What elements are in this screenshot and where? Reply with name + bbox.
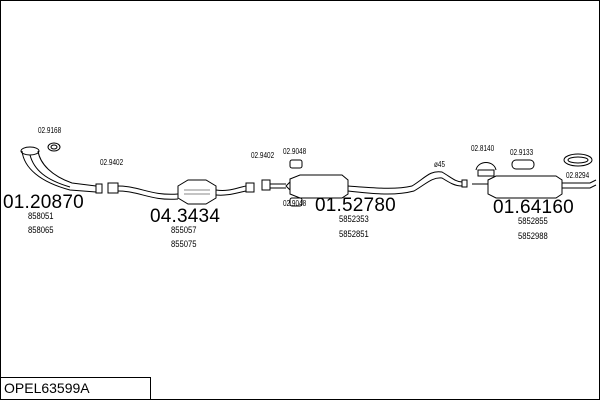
fitting-label: 02.9048: [283, 147, 307, 156]
oem-reference: 5852855: [518, 216, 548, 226]
oem-reference: 855057: [171, 225, 197, 235]
part-number: 01.20870: [3, 192, 84, 213]
diagram-code: OPEL63599A: [4, 380, 90, 396]
hanger-icon: [511, 159, 535, 170]
fitting-label: 02.9048: [283, 199, 307, 208]
oem-reference: 858065: [28, 225, 54, 235]
rubber-ring-icon: [475, 162, 497, 177]
part-number: 01.64160: [493, 197, 574, 218]
middle-silencer: [285, 171, 468, 199]
fitting-label: 02.9402: [100, 158, 124, 167]
gasket-icon: [47, 142, 61, 152]
clamp-icon: [107, 182, 119, 194]
fitting-label: 02.9402: [251, 151, 275, 160]
oem-reference: 5852988: [518, 231, 548, 241]
front-pipe: [20, 146, 103, 194]
part-number: 04.3434: [150, 206, 221, 227]
fitting-label: 02.8294: [566, 171, 590, 180]
fitting-label: 02.9168: [38, 126, 62, 135]
oem-reference: 855075: [171, 239, 197, 249]
clamp-icon: [261, 179, 286, 191]
rubber-ring-icon: [563, 153, 593, 167]
hanger-icon: [289, 197, 303, 207]
oem-reference: 5852353: [339, 214, 369, 224]
catalytic-converter: [117, 179, 255, 205]
oem-reference: 5852851: [339, 229, 369, 239]
fitting-label: 02.9133: [510, 148, 534, 157]
oem-reference: 858051: [28, 211, 54, 221]
code-box: [0, 377, 151, 399]
fitting-label: 02.8140: [471, 144, 495, 153]
pipe-diameter-label: ø45: [434, 160, 446, 169]
rear-silencer: [472, 175, 597, 199]
hanger-icon: [289, 159, 303, 169]
part-number: 01.52780: [315, 195, 396, 216]
